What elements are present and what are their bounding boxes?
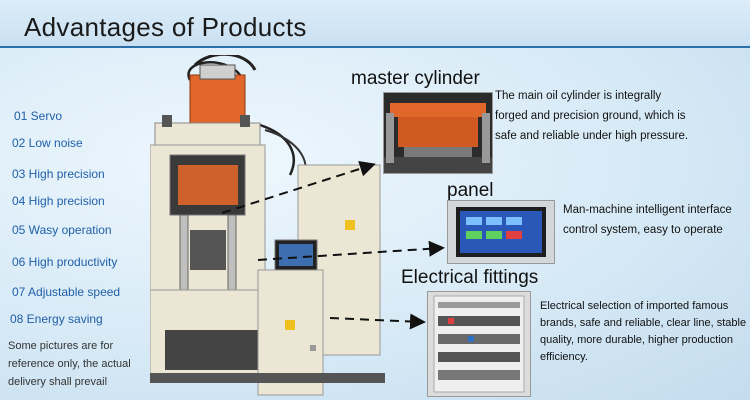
control-panel-image [447, 200, 555, 264]
description-master-cylinder: The main oil cylinder is integrally forg… [495, 90, 689, 142]
description-electrical: Electrical selection of imported famous … [540, 300, 747, 363]
advantage-item: 07 Adjustable speed [12, 285, 121, 299]
advantage-item: 01 Servo [14, 109, 63, 123]
feature-title-master-cylinder: master cylinder [351, 68, 480, 89]
advantage-item: 03 High precision [12, 167, 105, 181]
electrical-cabinet-image [427, 291, 531, 397]
page-title: Advantages of Products [24, 12, 307, 42]
master-cylinder-image [383, 92, 493, 174]
hydraulic-press-illustration [150, 55, 385, 396]
advantage-item: 05 Wasy operation [12, 223, 112, 237]
advantage-item: 04 High precision [12, 194, 105, 208]
advantage-item: 06 High productivity [12, 255, 118, 269]
advantage-item: 08 Energy saving [10, 312, 103, 326]
disclaimer-note: Some pictures are for reference only, th… [8, 340, 131, 388]
feature-title-electrical: Electrical fittings [401, 267, 539, 288]
feature-title-panel: panel [447, 180, 494, 201]
description-panel: Man-machine intelligent interface contro… [563, 204, 732, 236]
header-banner: Advantages of Products [0, 0, 750, 48]
advantage-item: 02 Low noise [12, 136, 83, 150]
header-divider [0, 46, 750, 48]
